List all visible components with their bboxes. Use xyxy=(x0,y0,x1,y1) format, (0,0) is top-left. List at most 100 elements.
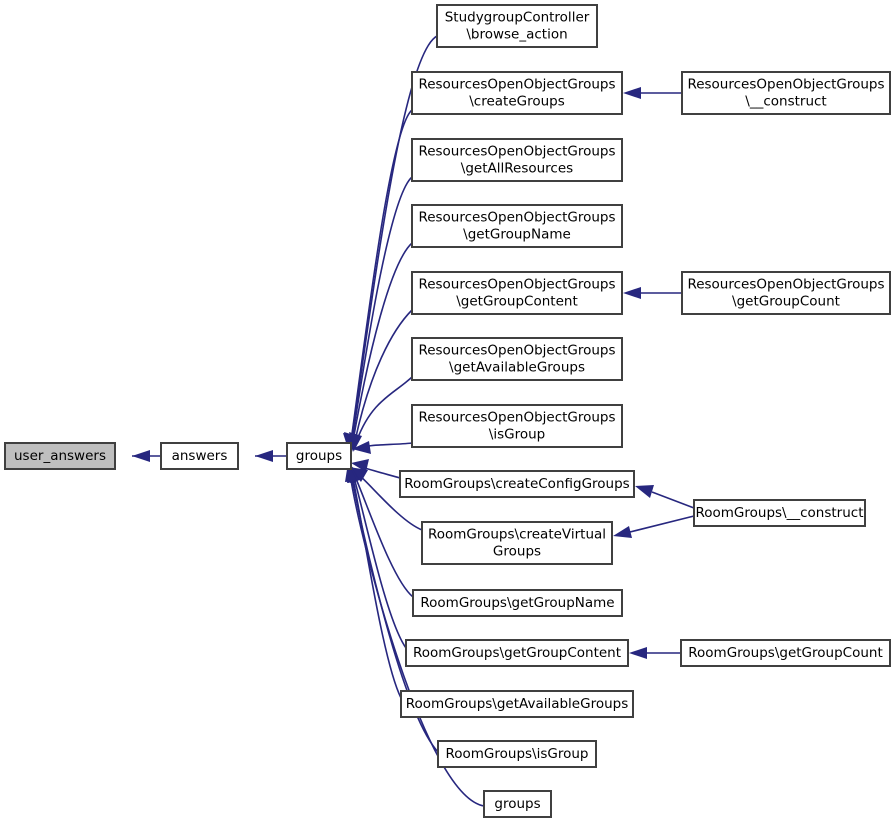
arrowhead-icon xyxy=(255,450,273,462)
arrowhead-icon xyxy=(132,450,150,462)
edge-roomgroups_createconfiggroups-to-groups_center xyxy=(351,459,401,479)
node-label-line: ResourcesOpenObjectGroups xyxy=(418,277,615,293)
node-box[interactable] xyxy=(286,442,352,470)
arrowhead-icon xyxy=(629,647,647,659)
node-label-line: RoomGroups\getAvailableGroups xyxy=(406,696,629,712)
node-label-line: RoomGroups\getGroupName xyxy=(420,595,614,611)
node-label-line: ResourcesOpenObjectGroups xyxy=(418,77,615,93)
node-roomgroups_isgroup[interactable]: RoomGroups\isGroup xyxy=(437,740,597,768)
node-resourcesopenobjectgroups_getallresources[interactable]: ResourcesOpenObjectGroups\getAllResource… xyxy=(411,138,623,182)
edge-line xyxy=(349,473,485,807)
node-answers[interactable]: answers xyxy=(160,442,239,470)
edge-roomgroups_getgroupcount-to-roomgroups_getgroupcontent xyxy=(629,647,681,659)
edge-line xyxy=(351,473,402,699)
arrowhead-icon xyxy=(623,287,641,299)
node-box[interactable] xyxy=(405,639,629,667)
edge-line xyxy=(651,491,695,509)
edge-resourcesopenobjectgroups_isgroup-to-groups_center xyxy=(352,441,413,454)
node-label-line: RoomGroups\createConfigGroups xyxy=(404,476,629,492)
arrowhead-icon xyxy=(623,87,641,99)
node-label-line: RoomGroups\getGroupContent xyxy=(413,645,621,661)
edge-roomgroups_construct-to-roomgroups_createconfiggroups xyxy=(635,485,695,509)
node-studygroupcontroller_browse_action[interactable]: StudygroupController\browse_action xyxy=(436,4,598,48)
node-label-line: ResourcesOpenObjectGroups xyxy=(418,210,615,226)
edge-answers-to-user_answers xyxy=(132,450,161,462)
arrowhead-icon xyxy=(349,432,362,451)
node-box[interactable] xyxy=(411,404,623,448)
node-label-line: groups xyxy=(494,796,540,812)
node-roomgroups_createconfiggroups[interactable]: RoomGroups\createConfigGroups xyxy=(399,470,635,498)
node-box[interactable] xyxy=(681,271,891,315)
node-box[interactable] xyxy=(411,337,623,381)
nodes-layer: user_answers answers groups StudygroupContr… xyxy=(4,4,891,818)
arrowhead-icon xyxy=(352,441,371,454)
node-box[interactable] xyxy=(681,71,891,115)
node-resourcesopenobjectgroups_getgroupcontent[interactable]: ResourcesOpenObjectGroups\getGroupConten… xyxy=(411,271,623,315)
node-roomgroups_getgroupname[interactable]: RoomGroups\getGroupName xyxy=(412,589,623,617)
node-roomgroups_getgroupcount[interactable]: RoomGroups\getGroupCount xyxy=(680,639,891,667)
edge-line xyxy=(351,176,413,442)
node-label-line: \getGroupContent xyxy=(456,294,578,310)
edge-line xyxy=(350,109,413,442)
node-label-line: RoomGroups\getGroupCount xyxy=(688,645,882,661)
node-resourcesopenobjectgroups_getavailablegroups[interactable]: ResourcesOpenObjectGroups\getAvailableGr… xyxy=(411,337,623,381)
edge-resourcesopenobjectgroups_getallresources-to-groups_center xyxy=(344,176,413,452)
node-label-line: \isGroup xyxy=(489,427,545,443)
edge-line xyxy=(362,442,413,448)
node-label-line: RoomGroups\isGroup xyxy=(445,746,588,762)
node-box[interactable] xyxy=(411,271,623,315)
node-label-line: \getAllResources xyxy=(461,161,573,177)
edge-resourcesopenobjectgroups_construct-to-resourcesopenobjectgroups_creategroups xyxy=(623,87,682,99)
edge-resourcesopenobjectgroups_getgroupcontent-to-groups_center xyxy=(347,309,413,452)
node-box[interactable] xyxy=(483,790,552,818)
edge-roomgroups_getgroupcontent-to-groups_center xyxy=(349,464,407,649)
node-label-line: \getGroupCount xyxy=(732,294,840,310)
node-label-line: ResourcesOpenObjectGroups xyxy=(418,144,615,160)
node-label-line: \getGroupName xyxy=(463,227,571,243)
node-box[interactable] xyxy=(693,499,866,527)
node-roomgroups_getavailablegroups[interactable]: RoomGroups\getAvailableGroups xyxy=(400,690,634,718)
node-resourcesopenobjectgroups_construct[interactable]: ResourcesOpenObjectGroups\__construct xyxy=(681,71,891,115)
node-label-line: groups xyxy=(296,448,342,464)
edge-resourcesopenobjectgroups_getavailablegroups-to-groups_center xyxy=(349,376,413,451)
edge-roomgroups_construct-to-roomgroups_createvirtualgroups xyxy=(613,515,695,538)
arrowhead-icon xyxy=(635,485,654,498)
node-box[interactable] xyxy=(399,470,635,498)
node-box[interactable] xyxy=(411,71,623,115)
node-label-line: RoomGroups\createVirtual xyxy=(428,527,606,543)
node-box[interactable] xyxy=(437,740,597,768)
node-label-line: answers xyxy=(172,448,228,464)
node-box[interactable] xyxy=(4,442,116,470)
node-box[interactable] xyxy=(160,442,239,470)
node-box[interactable] xyxy=(411,138,623,182)
node-label-line: Groups xyxy=(493,544,541,560)
node-label-line: ResourcesOpenObjectGroups xyxy=(687,277,884,293)
node-groups_center[interactable]: groups xyxy=(286,442,352,470)
node-box[interactable] xyxy=(400,690,634,718)
node-groups_leaf[interactable]: groups xyxy=(483,790,552,818)
edge-line xyxy=(354,309,413,442)
node-label-line: ResourcesOpenObjectGroups xyxy=(418,410,615,426)
node-user_answers[interactable]: user_answers xyxy=(4,442,116,470)
edge-line xyxy=(356,376,413,441)
node-label-line: user_answers xyxy=(14,448,106,464)
node-resourcesopenobjectgroups_getgroupname[interactable]: ResourcesOpenObjectGroups\getGroupName xyxy=(411,204,623,248)
node-label-line: \__construct xyxy=(745,94,826,110)
node-label-line: \getAvailableGroups xyxy=(449,360,585,376)
node-box[interactable] xyxy=(412,589,623,617)
node-roomgroups_construct[interactable]: RoomGroups\__construct xyxy=(693,499,866,527)
node-box[interactable] xyxy=(680,639,891,667)
edge-resourcesopenobjectgroups_creategroups-to-groups_center xyxy=(343,109,413,452)
node-box[interactable] xyxy=(421,521,613,565)
node-box[interactable] xyxy=(411,204,623,248)
arrowhead-icon xyxy=(613,526,632,538)
node-box[interactable] xyxy=(436,4,598,48)
edge-groups_center-to-answers xyxy=(255,450,287,462)
node-resourcesopenobjectgroups_getgroupcount[interactable]: ResourcesOpenObjectGroups\getGroupCount xyxy=(681,271,891,315)
node-roomgroups_getgroupcontent[interactable]: RoomGroups\getGroupContent xyxy=(405,639,629,667)
node-resourcesopenobjectgroups_creategroups[interactable]: ResourcesOpenObjectGroups\createGroups xyxy=(411,71,623,115)
node-resourcesopenobjectgroups_isgroup[interactable]: ResourcesOpenObjectGroups\isGroup xyxy=(411,404,623,448)
